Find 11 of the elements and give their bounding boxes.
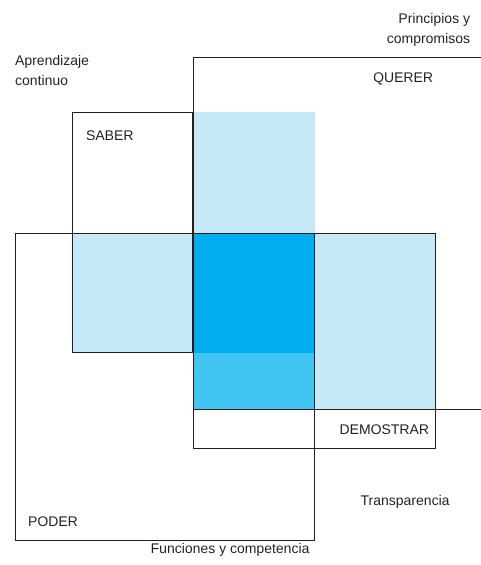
overlapping-square	[72, 112, 193, 353]
region-label: SABER	[86, 126, 134, 145]
region-label: PODER	[28, 512, 78, 531]
overlapping-square	[15, 233, 315, 541]
region-label: DEMOSTRAR	[340, 420, 429, 439]
region-label: QUERER	[373, 68, 433, 87]
node-label: Funciones y competencia	[150, 539, 310, 558]
node-label: Transparencia	[360, 491, 450, 510]
node-label: Principios y compromisos	[386, 9, 470, 48]
overlapping-square	[193, 233, 436, 449]
node-label: Aprendizaje continuo	[15, 51, 90, 90]
